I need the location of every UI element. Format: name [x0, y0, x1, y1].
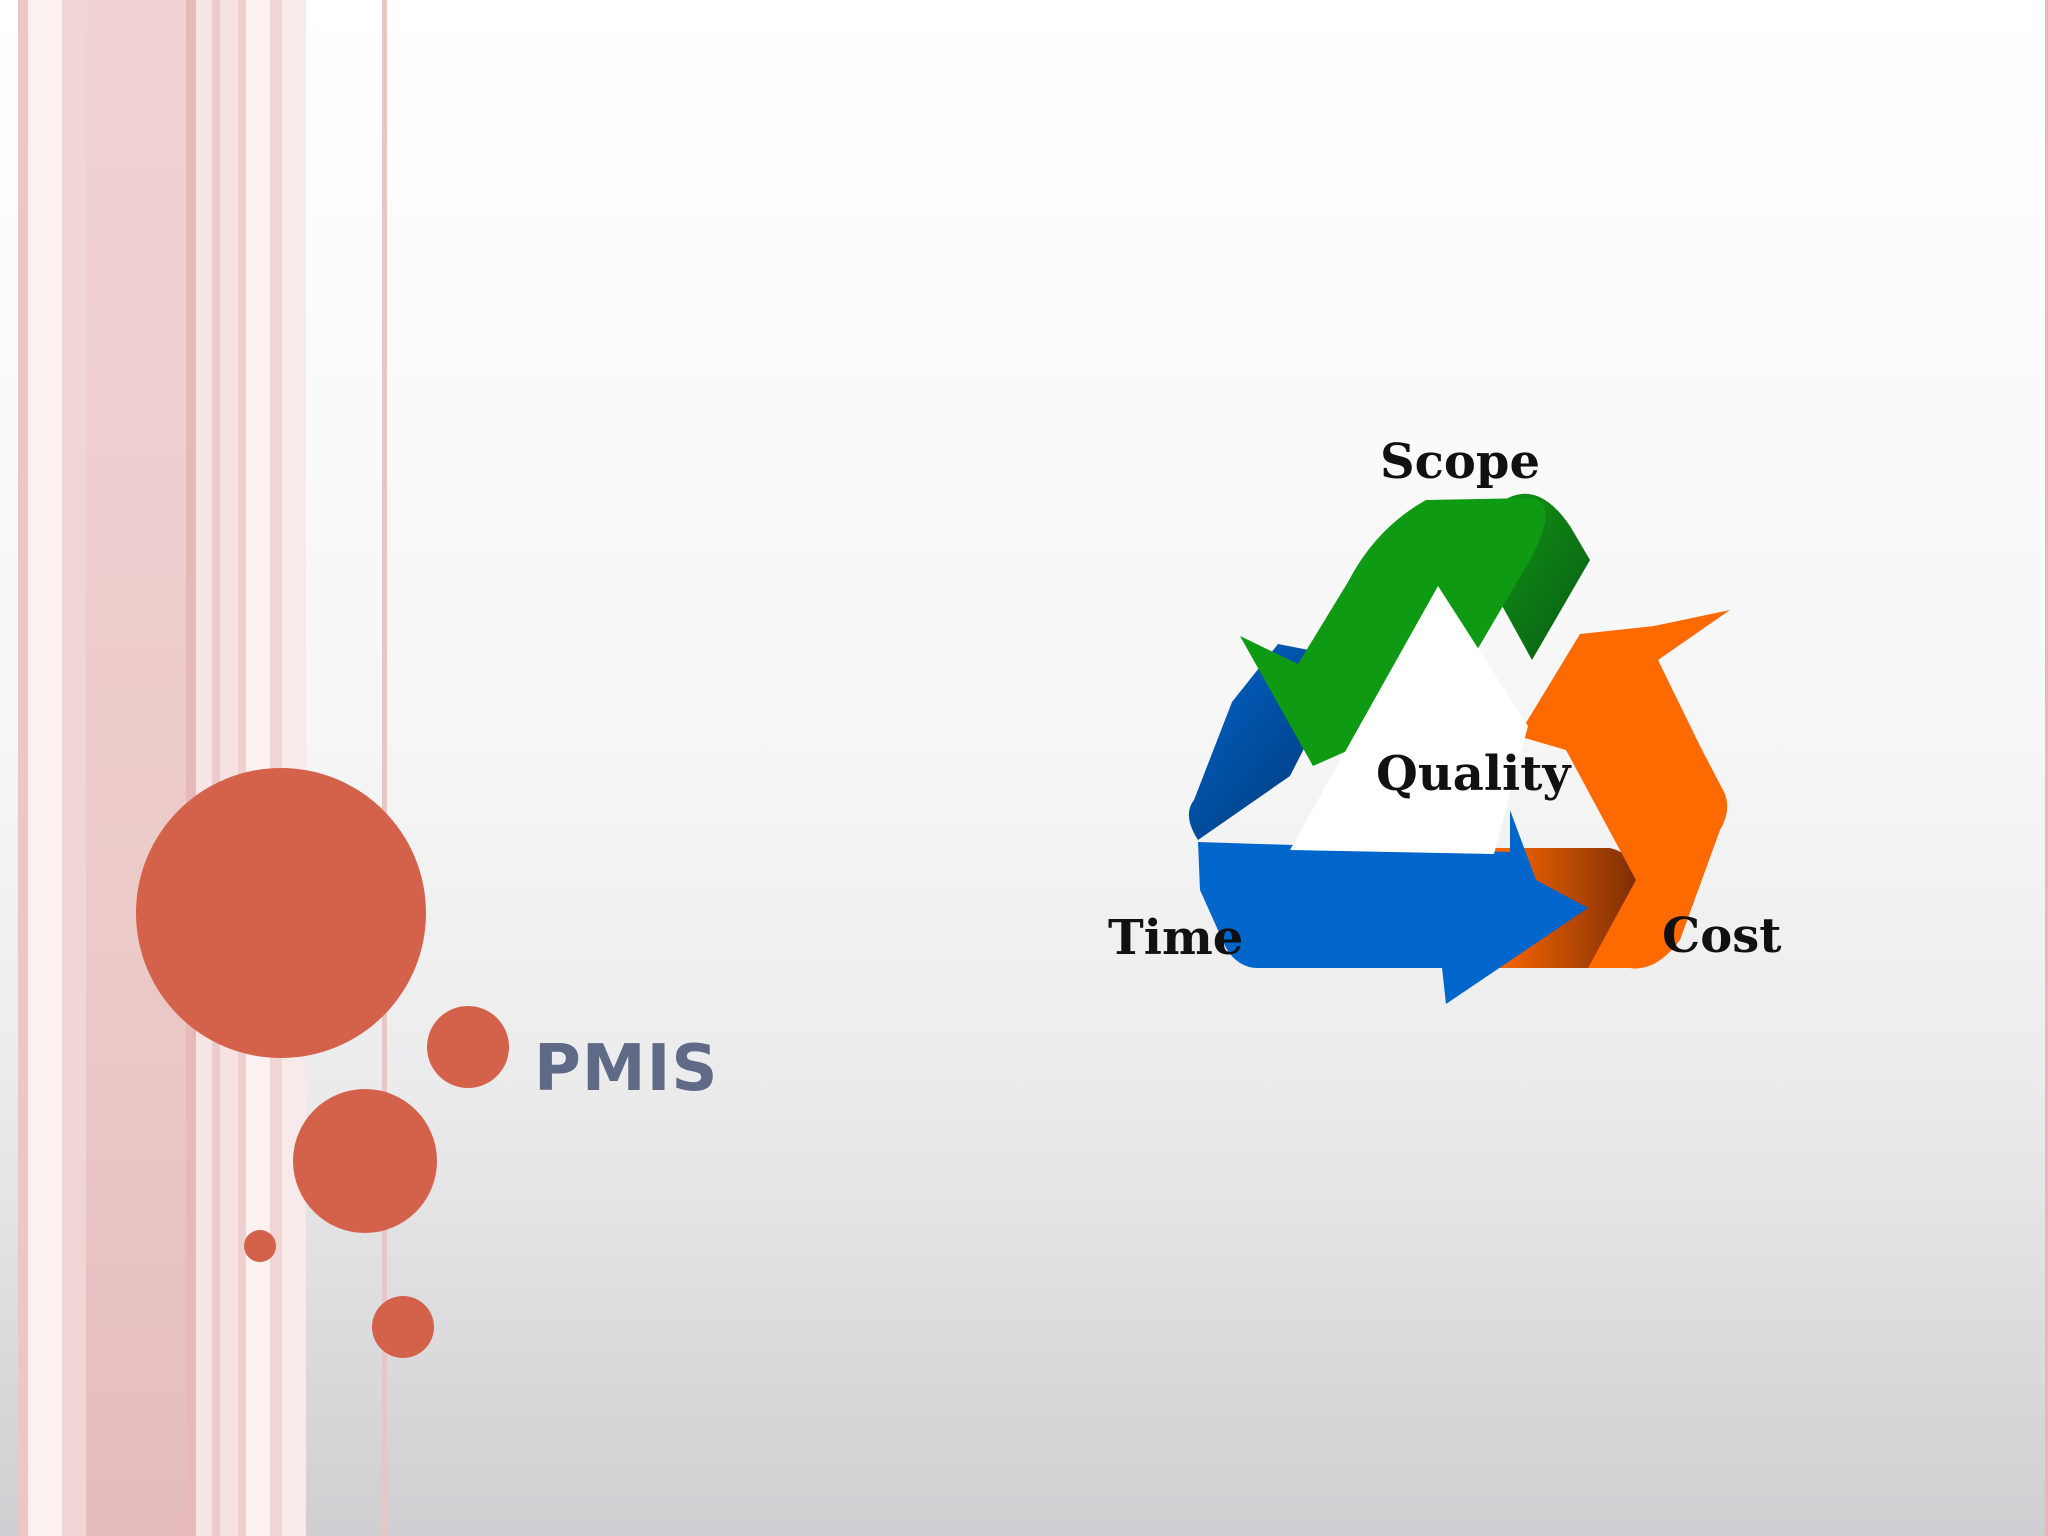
decor-circle-small [427, 1006, 509, 1088]
decor-circle-tiny [244, 1230, 276, 1262]
time-arrow [1198, 810, 1588, 1004]
cost-label: Cost [1662, 908, 1782, 964]
cost-arrow [1518, 610, 1730, 969]
triple-constraint-cycle: Scope Quality Time Cost [1090, 420, 1790, 1020]
right-edge-line [2045, 0, 2048, 1536]
cycle-arrows-graphic [1188, 493, 1730, 1004]
quality-area [1290, 586, 1528, 854]
quality-label: Quality [1376, 746, 1571, 802]
decor-circle-bottom [372, 1296, 434, 1358]
decor-circle-large [136, 768, 426, 1058]
scope-label: Scope [1380, 434, 1541, 490]
slide-title: PMIS [534, 1032, 719, 1106]
decor-circle-medium [293, 1089, 437, 1233]
scope-arrow [1240, 498, 1546, 766]
time-label: Time [1108, 910, 1244, 966]
decorative-stripes [0, 0, 400, 1536]
